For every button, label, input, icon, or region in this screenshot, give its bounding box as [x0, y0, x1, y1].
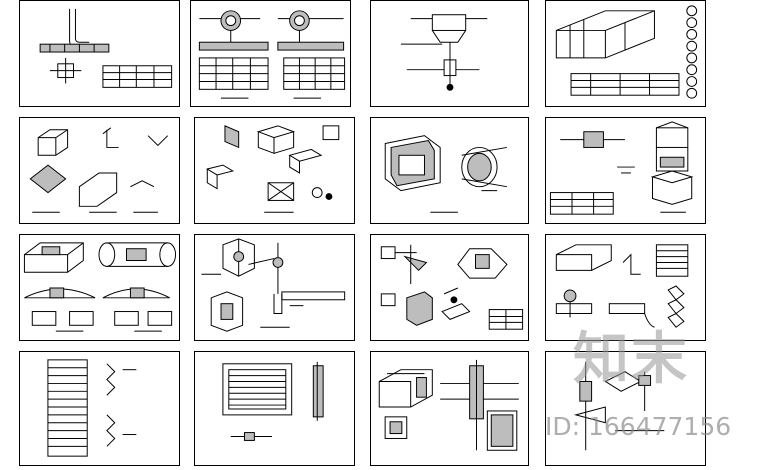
panel-duct-isometric — [545, 0, 706, 107]
panel-hanger-details — [194, 234, 355, 341]
roof-fan-drawing — [549, 121, 694, 215]
duct-fittings-drawing — [29, 127, 169, 213]
return-grille-drawing — [222, 361, 324, 441]
misc-details-drawing — [573, 361, 665, 451]
flange-assembly-drawing — [198, 10, 346, 99]
damper-details-drawing — [380, 244, 524, 330]
panel-damper-details — [370, 234, 529, 341]
panel-fan-coil — [370, 351, 529, 466]
panel-flange-assembly — [190, 0, 351, 107]
panel-grille-section — [545, 234, 706, 341]
hanger-details-drawing — [201, 238, 346, 332]
bracket-details-drawing — [206, 125, 340, 213]
panel-louver-panel — [19, 351, 180, 466]
panel-duct-insulation — [19, 234, 180, 341]
grille-section-drawing — [555, 244, 689, 328]
flexible-connector-drawing — [384, 135, 507, 213]
duct-isometric-drawing — [555, 5, 698, 99]
panel-duct-fittings — [19, 117, 180, 224]
panel-bracket-details — [194, 117, 355, 224]
duct-insulation-drawing — [23, 242, 177, 332]
panel-pipe-elbow-detail — [19, 0, 180, 107]
fan-coil-drawing — [378, 359, 519, 451]
fan-schematic-drawing — [400, 14, 488, 91]
panel-fan-schematic — [370, 0, 529, 107]
pipe-elbow-drawing — [39, 8, 173, 88]
panel-roof-fan — [545, 117, 706, 224]
panel-misc-details — [545, 351, 706, 466]
panel-return-grille — [194, 351, 355, 466]
panel-flexible-connector — [370, 117, 529, 224]
louver-panel-drawing — [47, 359, 137, 457]
